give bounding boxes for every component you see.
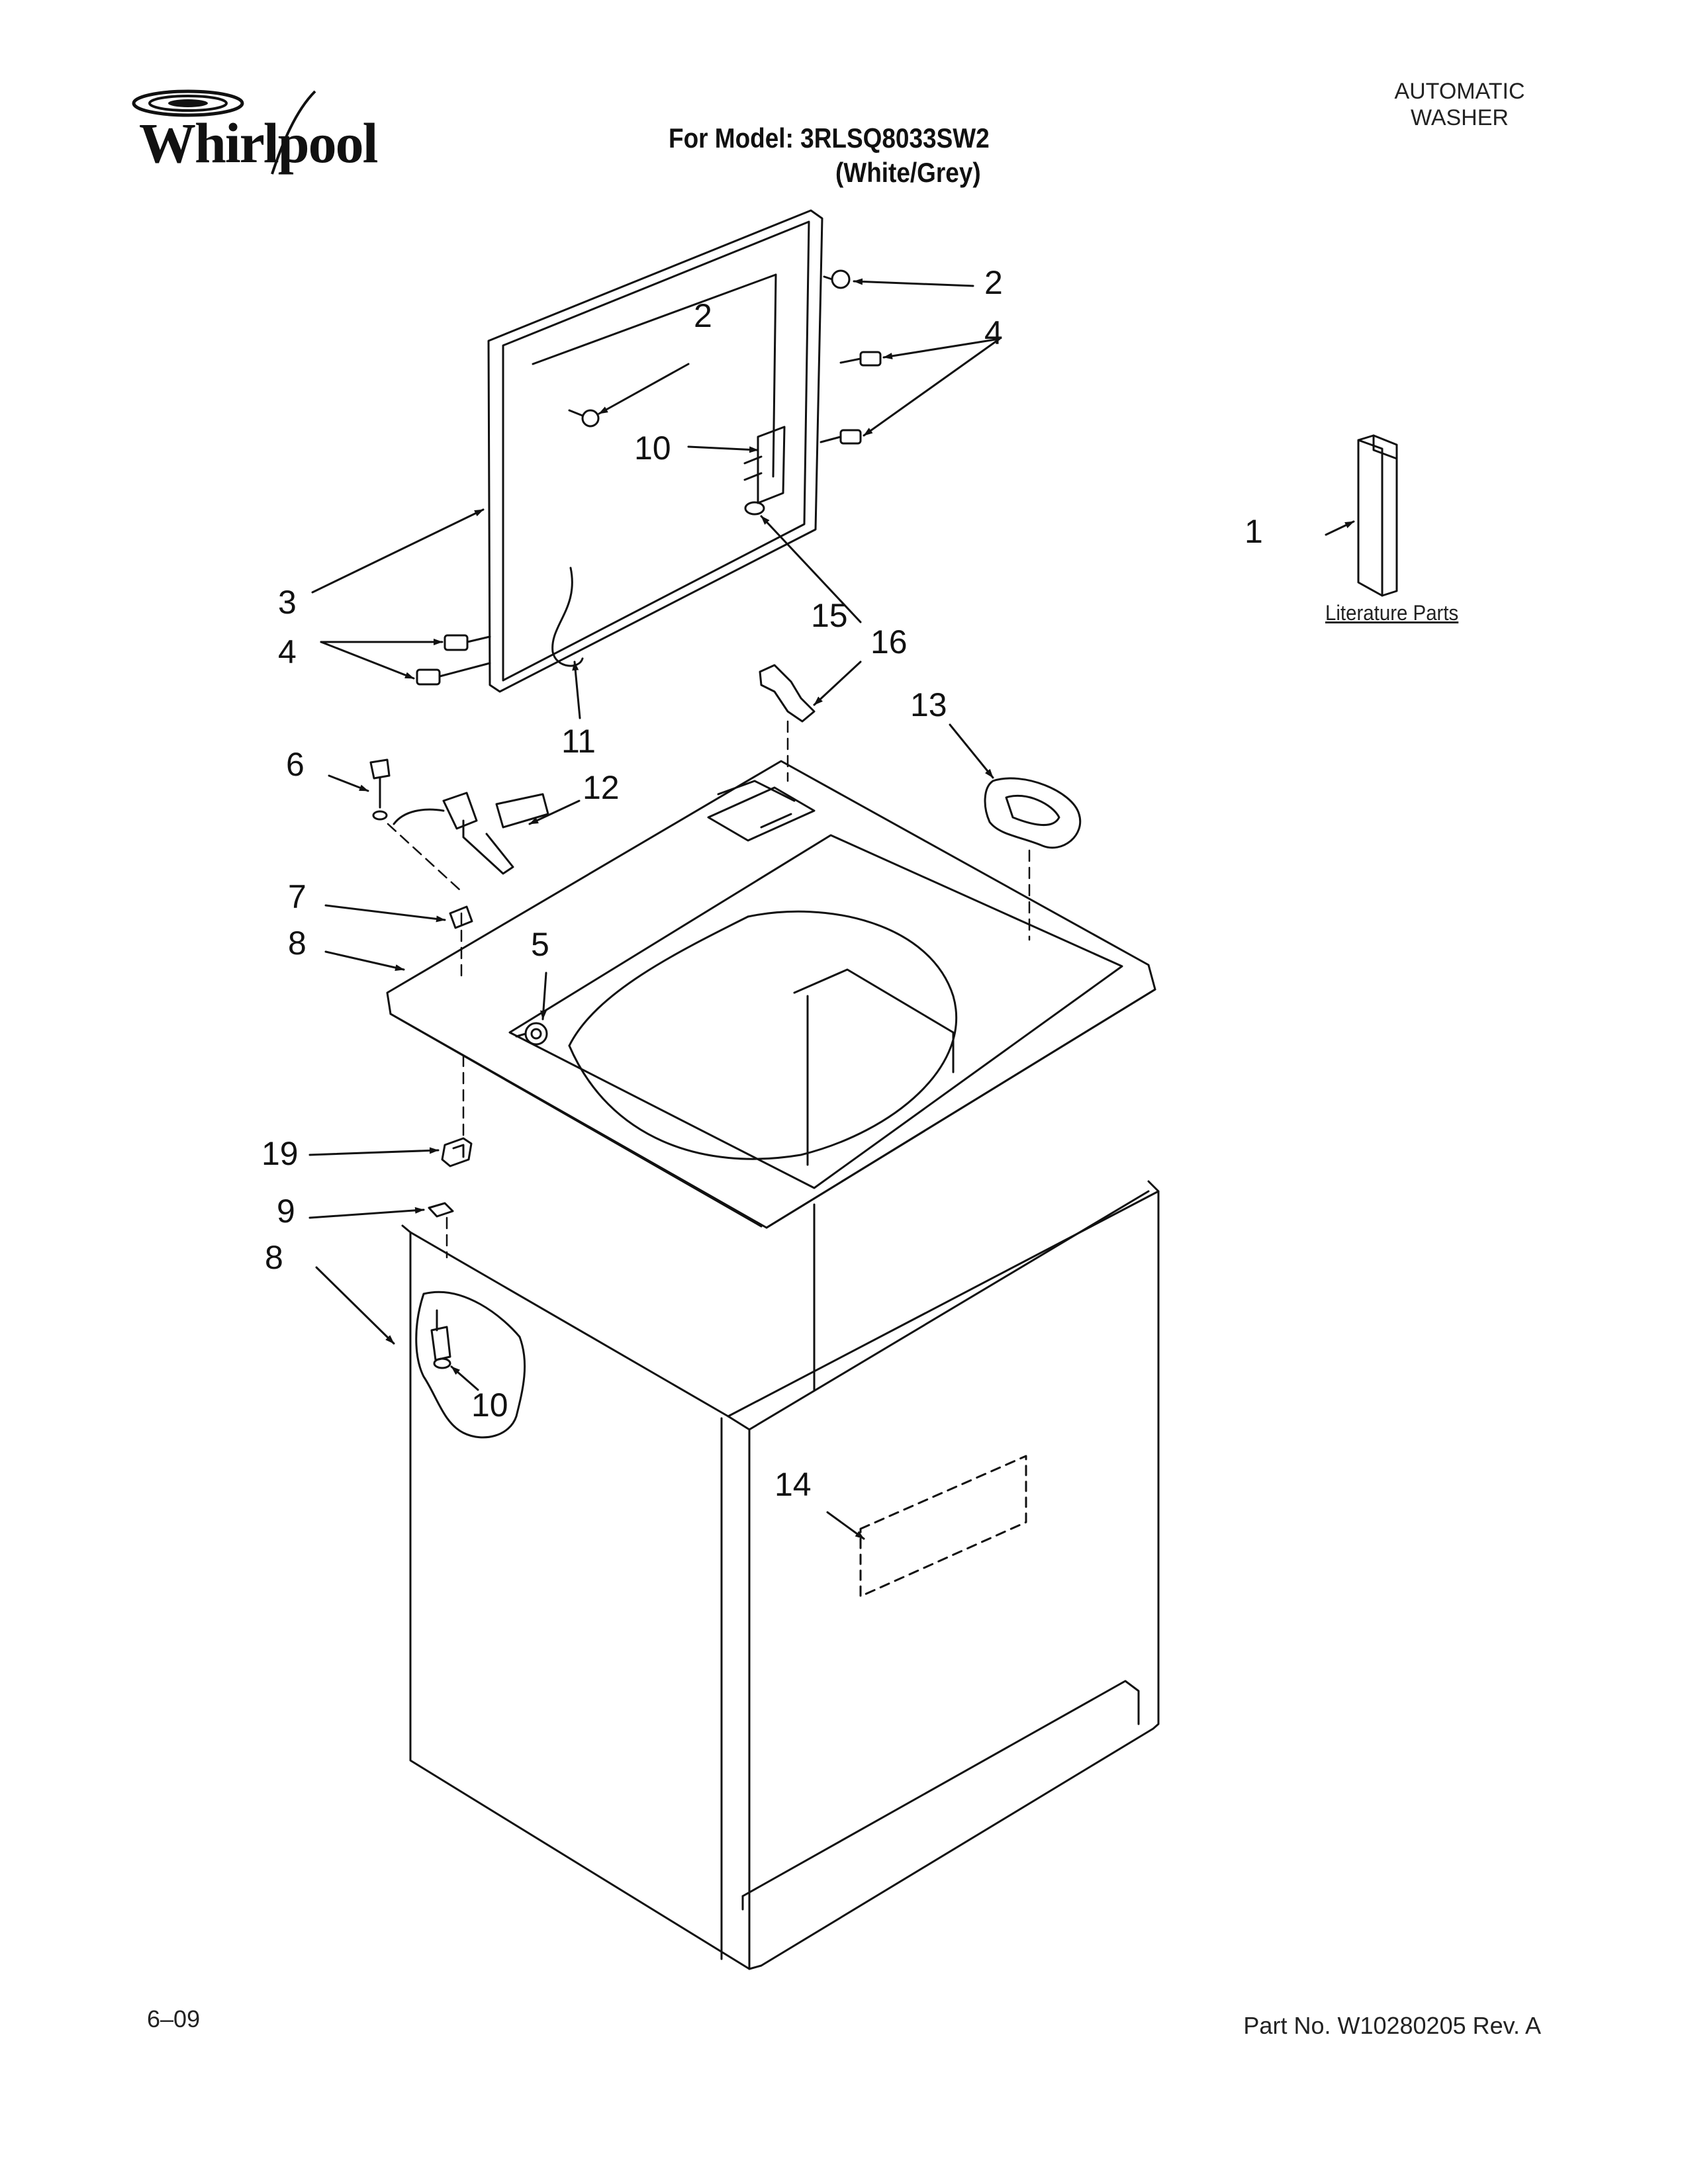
- callout-19: 19: [261, 1135, 299, 1172]
- brand-wordmark: Whirlpool: [139, 111, 379, 175]
- lid-screw-4-upper: [820, 351, 882, 445]
- cabinet-screw-11: [430, 1309, 451, 1369]
- appliance-type: AUTOMATIC WASHER: [1360, 78, 1559, 131]
- washer-cabinet-10: [401, 1180, 1160, 1970]
- lid-hinge-12: [743, 426, 786, 504]
- callout-4-upper: 4: [984, 314, 1003, 351]
- washer-7: [449, 905, 473, 929]
- callout-4-lower: 4: [278, 633, 297, 670]
- lid-bumper-2-upper: [823, 269, 851, 289]
- callout-13: 11: [561, 723, 596, 760]
- callout-5: 5: [531, 926, 549, 963]
- callout-17: 15: [811, 597, 848, 634]
- callout-9: 9: [277, 1193, 295, 1230]
- whirlpool-swirl-logo: [132, 89, 316, 175]
- callout-1: 1: [1244, 513, 1263, 550]
- callout-15: 13: [910, 686, 947, 723]
- lid-lock-clip-18: [759, 664, 816, 723]
- lid-grommet-17: [744, 501, 765, 516]
- callout-18: 16: [870, 623, 908, 660]
- callout-11: 10: [471, 1387, 508, 1424]
- callout-16: 14: [774, 1466, 812, 1503]
- callout-3: 3: [278, 584, 297, 621]
- washer-top-panel-8: [386, 760, 1156, 1229]
- washer-lid: [487, 209, 823, 693]
- switch-screw-6: [369, 758, 391, 821]
- callout-12: 10: [634, 430, 671, 467]
- appliance-type-line1: AUTOMATIC: [1394, 79, 1525, 104]
- assembly-lines: [387, 720, 1031, 1259]
- dispenser-cup-15: [984, 777, 1082, 849]
- lid-bumper-2-inner: [568, 409, 600, 428]
- callout-2-inner: 2: [694, 297, 712, 334]
- literature-parts-label: Literature Parts: [1325, 601, 1459, 625]
- clip-9: [428, 1202, 454, 1218]
- model-heading: For Model: 3RLSQ8033SW2: [669, 122, 990, 154]
- footer-part-number: Part No. W10280205 Rev. A: [1243, 2012, 1541, 2039]
- hinge-clip-19: [441, 1137, 473, 1167]
- callout-10: 8: [265, 1239, 283, 1276]
- callout-14: 12: [583, 769, 620, 806]
- literature-booklet: [1357, 434, 1398, 597]
- leader-lines: [308, 278, 1355, 1540]
- footer-date: 6–09: [147, 2005, 201, 2032]
- callout-6: 6: [286, 746, 305, 783]
- callout-8: 8: [288, 925, 306, 962]
- model-color: (White/Grey): [835, 157, 981, 188]
- lid-screw-4-lower: [416, 634, 491, 686]
- callout-2-upper: 2: [984, 264, 1003, 301]
- appliance-type-line2: WASHER: [1411, 105, 1509, 130]
- callout-7: 7: [288, 878, 306, 915]
- lid-switch-14: [393, 792, 549, 875]
- brand-logo: Whirlpool: [130, 85, 381, 177]
